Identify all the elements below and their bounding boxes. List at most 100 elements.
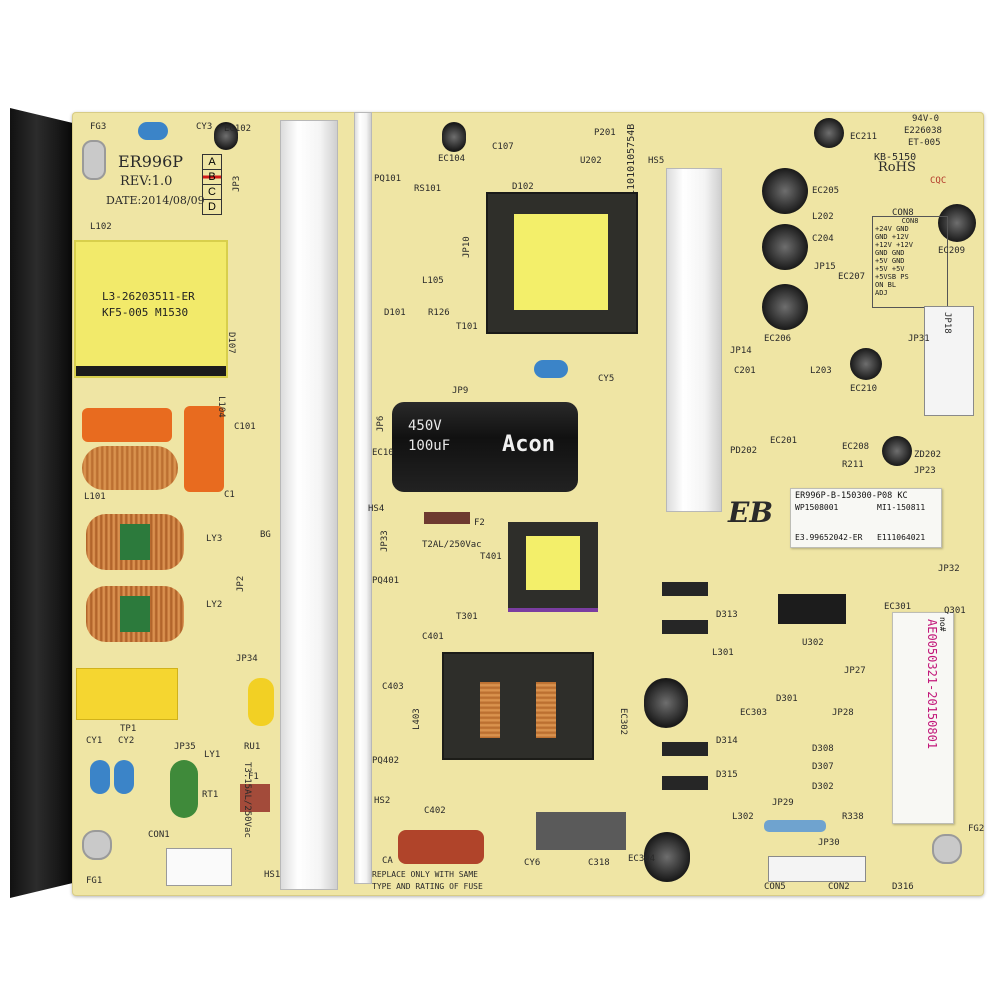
designator-u302: U302 <box>802 638 824 648</box>
production-label: ER996P-B-150300-P08 KC WP1508001 MI1-150… <box>790 488 942 548</box>
pinout-row: +5VSB PS <box>875 273 909 281</box>
connector-pinout: CON8 +24V GND GND +12V +12V +12V GND GND… <box>872 216 948 308</box>
designator-bg: BG <box>260 530 271 540</box>
designator-f1: F1 <box>248 772 259 782</box>
designator-jp28: JP28 <box>832 708 854 718</box>
ic-u302 <box>778 594 846 624</box>
winding-left <box>480 682 500 738</box>
designator-rs101: RS101 <box>414 184 442 194</box>
designator-jp35: JP35 <box>174 742 196 752</box>
designator-ec209: EC209 <box>938 246 966 256</box>
pinout-row: GND +12V <box>875 233 909 241</box>
fuse-f2 <box>424 512 470 524</box>
designator-ec301: EC301 <box>884 602 912 612</box>
designator-con2: CON2 <box>828 882 850 892</box>
designator-c402: C402 <box>424 806 446 816</box>
designator-jp23: JP23 <box>914 466 936 476</box>
pinout-row: ON BL <box>875 281 897 289</box>
transformer-label-line2: KF5-005 M1530 <box>102 306 189 319</box>
designator-jp31: JP31 <box>908 334 930 344</box>
board-revision: REV:1.0 <box>120 174 173 189</box>
designator-hs2: HS2 <box>374 796 391 806</box>
designator-ec102: EC102 <box>224 124 252 134</box>
y-capacitor-cy5 <box>534 360 568 378</box>
designator-jp6: JP6 <box>376 415 386 432</box>
label-line3: MI1-150811 <box>877 503 926 512</box>
designator-l302: L302 <box>732 812 754 822</box>
designator-ru1: RU1 <box>244 742 261 752</box>
designator-r211: R211 <box>842 460 864 470</box>
designator-q301: Q301 <box>944 606 966 616</box>
designator-ec210: EC210 <box>850 384 878 394</box>
designator-l105: L105 <box>422 276 444 286</box>
transformer-label-line1: L3-26203511-ER <box>102 290 195 303</box>
designator-u202: U202 <box>580 156 602 166</box>
capacitor-c318 <box>536 812 626 850</box>
designator-cy2: CY2 <box>118 736 135 746</box>
designator-c403: C403 <box>382 682 404 692</box>
capacitor-ec209 <box>938 204 976 242</box>
common-mode-choke-ly3 <box>86 514 184 570</box>
designator-ec208: EC208 <box>842 442 870 452</box>
serial-label: AE0050321-20150801 no# <box>892 612 954 824</box>
designator-c107: C107 <box>492 142 514 152</box>
heatsink-right <box>666 168 722 512</box>
designator-con8: CON8 <box>892 208 914 218</box>
kb-code: KB-5150 <box>874 152 917 163</box>
capacitor-ec302 <box>644 678 688 728</box>
x-capacitor-orange <box>82 408 172 442</box>
designator-zd202: ZD202 <box>914 450 942 460</box>
designator-pq402: PQ402 <box>372 756 400 766</box>
pinout-row: GND GND <box>875 249 905 257</box>
output-connector-con2 <box>768 856 866 882</box>
designator-ec205: EC205 <box>812 186 840 196</box>
designator-jp14: JP14 <box>730 346 752 356</box>
designator-l101: L101 <box>84 492 106 502</box>
serial-barcode-text: AE0050321-20150801 <box>925 619 939 750</box>
label-line1: ER996P-B-150300-P08 KC <box>795 491 908 501</box>
designator-l102: L102 <box>90 222 112 232</box>
pinout-row: +5V GND <box>875 257 905 265</box>
y-capacitor-cy2 <box>114 760 134 794</box>
designator-ec201: EC201 <box>770 436 798 446</box>
diode-d314 <box>662 742 708 756</box>
fuse-warning-line2: TYPE AND RATING OF FUSE <box>372 882 483 891</box>
designator-jp32: JP32 <box>938 564 960 574</box>
designator-jp15: JP15 <box>814 262 836 272</box>
mounting-hole-fg1 <box>82 830 112 860</box>
fuse-warning-line1: REPLACE ONLY WITH SAME <box>372 870 478 879</box>
designator-ca: CA <box>382 856 393 866</box>
pinout-row: +5V +5V <box>875 265 905 273</box>
designator-rt1: RT1 <box>202 790 219 800</box>
board-date: DATE:2014/08/09 <box>106 194 205 207</box>
revision-letter-c: C <box>202 185 222 200</box>
diode-d313b <box>662 620 708 634</box>
designator-r126: R126 <box>428 308 450 318</box>
designator-jp30: JP30 <box>818 838 840 848</box>
designator-jp27: JP27 <box>844 666 866 676</box>
label-line2: WP1508001 <box>795 503 839 512</box>
designator-d101: D101 <box>384 308 406 318</box>
designator-c101: C101 <box>234 422 256 432</box>
designator-l301: L301 <box>712 648 734 658</box>
designator-ec211: EC211 <box>850 132 878 142</box>
transformer-t401 <box>508 522 598 612</box>
transformer-t301 <box>442 652 594 760</box>
cqc-mark: CQC <box>930 176 947 186</box>
capacitor-capacitance: 100uF <box>408 438 451 454</box>
designator-ec303: EC303 <box>740 708 768 718</box>
choke-core <box>120 596 150 632</box>
designator-ly3: LY3 <box>206 534 223 544</box>
designator-ec302: EC302 <box>618 708 628 736</box>
designator-d313: D313 <box>716 610 738 620</box>
capacitor-brand: Acon <box>502 432 555 457</box>
pinout-row: +24V GND <box>875 225 909 233</box>
designator-c318: C318 <box>588 858 610 868</box>
choke-core <box>120 524 150 560</box>
capacitor-ec102 <box>214 122 238 150</box>
designator-t101: T101 <box>456 322 478 332</box>
designator-ly2: LY2 <box>206 600 223 610</box>
serial-tag: no# <box>938 617 947 632</box>
designator-d102: D102 <box>512 182 534 192</box>
designator-l202: L202 <box>812 212 834 222</box>
